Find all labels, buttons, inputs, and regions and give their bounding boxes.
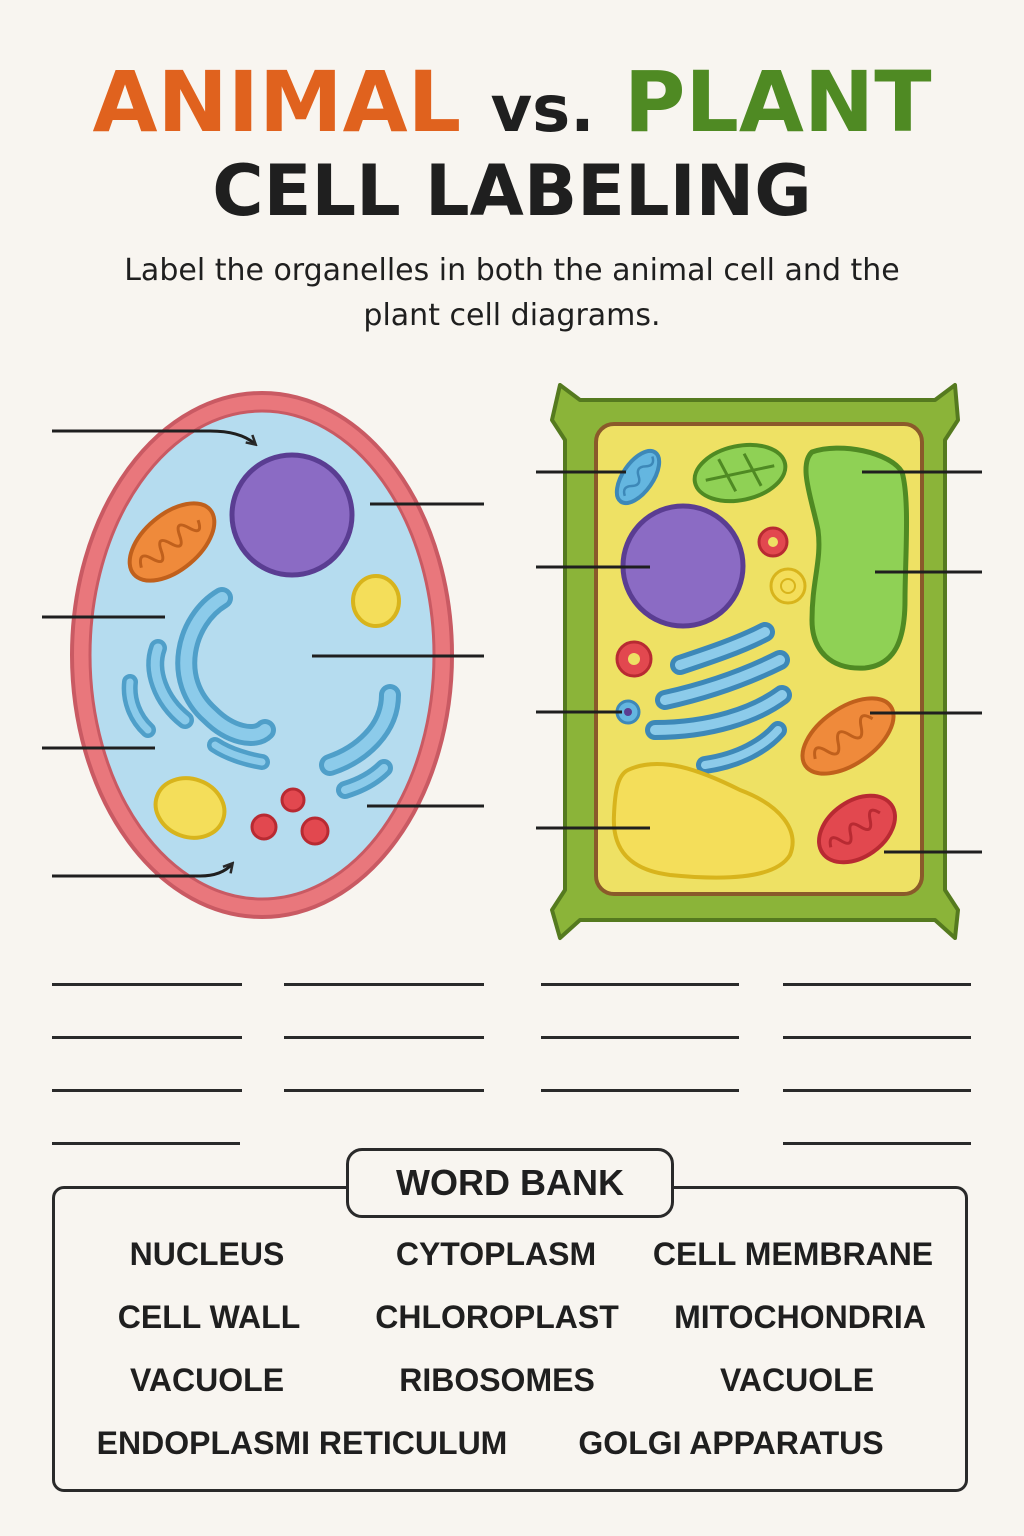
word-bank-item: CELL MEMBRANE [652, 1236, 934, 1272]
word-bank-item: RIBOSOMES [399, 1362, 595, 1398]
plant-chloroplast-green [692, 442, 788, 504]
plant-cell [536, 383, 982, 940]
word-bank-item: VACUOLE [719, 1362, 875, 1398]
word-bank-item: VACUOLE [129, 1362, 285, 1398]
answer-line[interactable] [52, 1036, 242, 1039]
animal-mitochondrion [127, 501, 217, 583]
plant-ribosome-3 [615, 699, 641, 725]
answer-line[interactable] [541, 983, 739, 986]
plant-ribosome-1-core [768, 537, 778, 547]
instructions-line-2: plant cell diagrams. [363, 298, 661, 333]
animal-vacuole-small [351, 574, 401, 628]
animal-golgi-apparatus [319, 684, 401, 799]
plant-central-vacuole [803, 445, 910, 671]
answer-line[interactable] [284, 1036, 484, 1039]
title-vs: vs. [490, 73, 595, 147]
worksheet-title: ANIMAL vs. PLANT [0, 52, 1024, 160]
word-bank-item: CYTOPLASM [395, 1236, 597, 1272]
word-bank-item: GOLGI APPARATUS [578, 1425, 884, 1461]
animal-cell [42, 391, 484, 919]
answer-line[interactable] [52, 1142, 240, 1145]
answer-line[interactable] [284, 1089, 484, 1092]
cell-diagrams [42, 383, 982, 940]
plant-ribosome-2 [615, 640, 653, 678]
plant-mitochondrion [800, 696, 896, 776]
answer-line[interactable] [52, 983, 242, 986]
plant-label-lines [536, 470, 982, 854]
word-bank-title: WORD BANK [346, 1148, 674, 1218]
word-bank-item: CHLOROPLAST [375, 1299, 619, 1335]
word-bank-item: NUCLEUS [129, 1236, 285, 1272]
instructions-line-1: Label the organelles in both the animal … [124, 253, 900, 288]
animal-ribosomes [250, 787, 330, 846]
animal-endoplasmic-reticulum [121, 587, 276, 770]
answer-line[interactable] [783, 1142, 971, 1145]
animal-label-lines [42, 429, 484, 878]
answer-line[interactable] [284, 983, 484, 986]
answer-line[interactable] [783, 1089, 971, 1092]
plant-golgi-blue-small [614, 448, 662, 506]
animal-nucleus [229, 452, 355, 578]
plant-vacuole-large [611, 761, 795, 880]
answer-line[interactable] [541, 1089, 739, 1092]
worksheet-subtitle: CELL LABELING [212, 150, 812, 232]
plant-vacuole-small-core [780, 578, 796, 594]
word-bank-item: ENDOPLASMI RETICULUM [96, 1425, 508, 1461]
animal-vacuole-large [153, 776, 227, 840]
answer-line[interactable] [541, 1036, 739, 1039]
plant-mitochondrion-red [817, 793, 897, 865]
plant-endoplasmic-reticulum [645, 622, 792, 774]
title-animal: ANIMAL [92, 53, 462, 151]
title-plant: PLANT [623, 53, 932, 151]
answer-line[interactable] [52, 1089, 242, 1092]
word-bank-item: MITOCHONDRIA [674, 1299, 926, 1335]
answer-line[interactable] [783, 1036, 971, 1039]
answer-line[interactable] [783, 983, 971, 986]
plant-vacuole-small [769, 567, 807, 605]
word-bank-item: CELL WALL [117, 1299, 301, 1335]
instructions: Label the organelles in both the animal … [90, 248, 934, 338]
